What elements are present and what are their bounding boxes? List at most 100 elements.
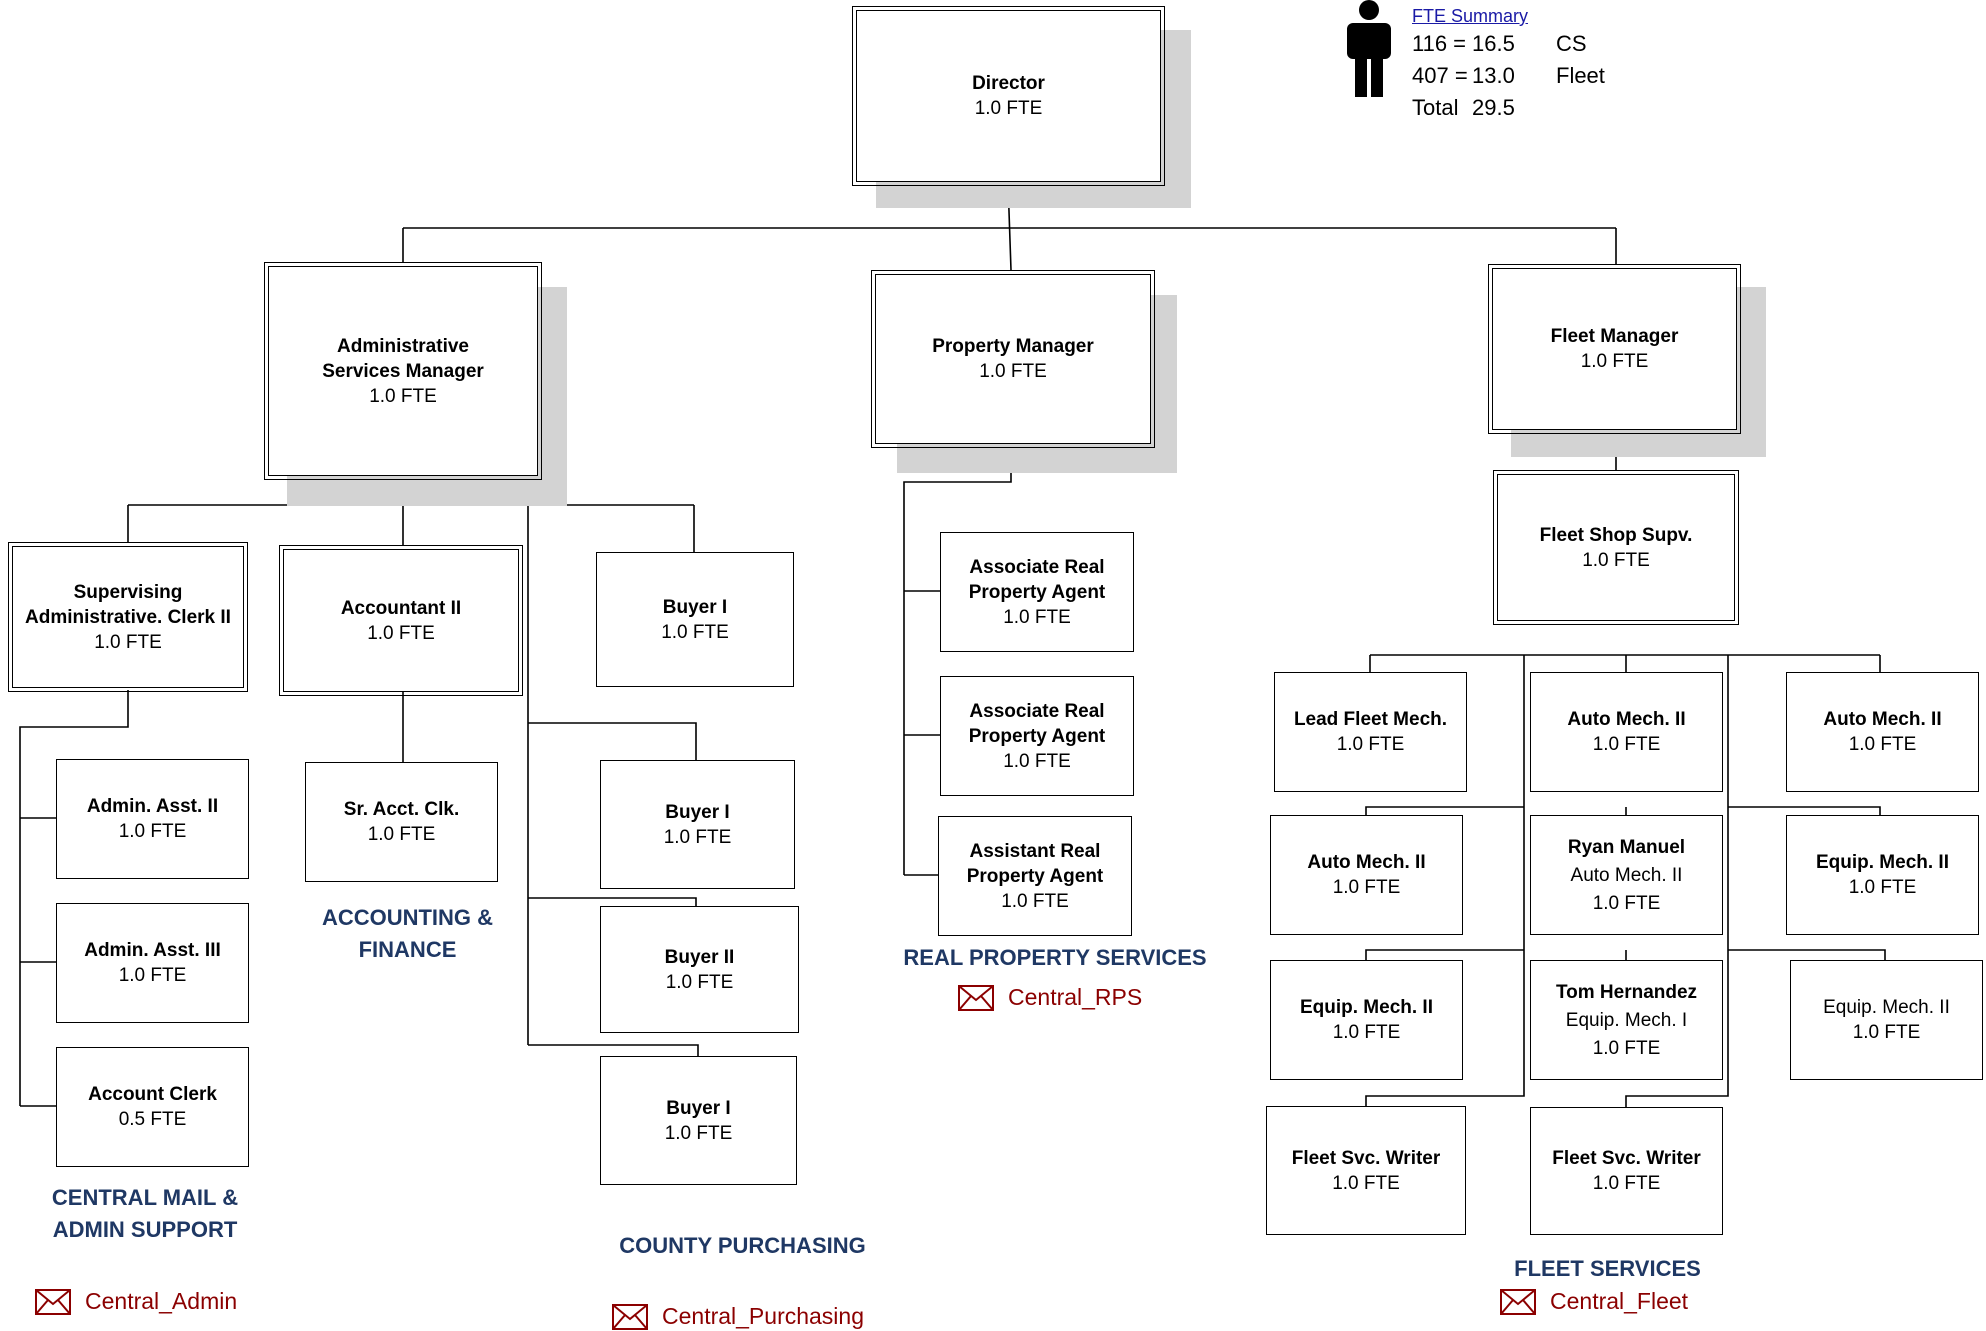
envelope-icon (1500, 1288, 1536, 1315)
position-title: Lead Fleet Mech. (1293, 709, 1448, 730)
position-fte: 1.0 FTE (1848, 734, 1917, 755)
position-fte: 1.0 FTE (664, 1122, 733, 1144)
section-central-mail: CENTRAL MAIL & ADMIN SUPPORT (51, 1185, 239, 1242)
associate-real-property-agent-box: Associate Real Property Agent 1.0 FTE (940, 676, 1134, 796)
position-fte: 1.0 FTE (118, 965, 187, 986)
position-title: Sr. Acct. Clk. (343, 799, 460, 820)
position-fte: 1.0 FTE (974, 98, 1043, 119)
mail-link-label[interactable]: Central_Purchasing (662, 1303, 865, 1329)
lead-fleet-mech-box: Lead Fleet Mech. 1.0 FTE (1274, 672, 1467, 792)
position-title: Buyer I (666, 1097, 731, 1119)
admin-services-manager-box: Administrative Services Manager 1.0 FTE (264, 262, 542, 480)
position-title: Equip. Mech. II (1299, 997, 1433, 1018)
person-icon (1347, 0, 1391, 97)
position-fte: 1.0 FTE (1332, 1022, 1401, 1043)
buyer-ii-box: Buyer II 1.0 FTE (600, 906, 799, 1033)
mail-link-label[interactable]: Central_Admin (85, 1288, 238, 1314)
auto-mech-ii-box: Auto Mech. II 1.0 FTE (1786, 672, 1979, 792)
position-fte: 0.5 FTE (118, 1109, 187, 1130)
position-fte: 1.0 FTE (1003, 750, 1071, 772)
position-subtitle: Auto Mech. II (1570, 864, 1683, 886)
position-fte: 1.0 FTE (1852, 1022, 1921, 1043)
position-title: Admin. Asst. III (84, 940, 221, 961)
position-title: Fleet Shop Supv. (1539, 524, 1693, 546)
position-title: Equip. Mech. II (1823, 997, 1950, 1018)
section-fleet: FLEET SERVICES (1514, 1256, 1701, 1281)
position-title: Fleet Svc. Writer (1552, 1148, 1701, 1169)
position-title: Account Clerk (88, 1084, 217, 1105)
position-fte: 1.0 FTE (661, 621, 729, 643)
assistant-real-property-agent-box: Assistant Real Property Agent 1.0 FTE (938, 816, 1132, 936)
fleet-shop-supv-box: Fleet Shop Supv. 1.0 FTE (1493, 470, 1739, 625)
ryan-manuel-box: Ryan Manuel Auto Mech. II 1.0 FTE (1530, 815, 1723, 935)
position-title: Admin. Asst. II (86, 796, 219, 817)
position-fte: 1.0 FTE (1580, 351, 1649, 372)
fte-summary-link[interactable]: FTE Summary (1412, 6, 1529, 26)
position-fte: 1.0 FTE (1001, 890, 1069, 912)
position-title: Auto Mech. II (1823, 709, 1942, 730)
position-title: Associate Real Property Agent (968, 556, 1106, 603)
position-title: Equip. Mech. II (1815, 852, 1949, 873)
section-accounting: ACCOUNTING & FINANCE (321, 905, 494, 962)
mail-link-label[interactable]: Central_RPS (1008, 984, 1143, 1010)
supervising-admin-clerk-box: Supervising Administrative. Clerk II 1.0… (8, 542, 248, 692)
position-title: Property Manager (932, 336, 1094, 357)
section-real-property: REAL PROPERTY SERVICES (903, 945, 1207, 970)
buyer-i-box: Buyer I 1.0 FTE (596, 552, 794, 687)
buyer-i-box: Buyer I 1.0 FTE (600, 760, 795, 889)
position-fte: 1.0 FTE (1332, 1172, 1400, 1194)
position-title: Ryan Manuel (1567, 836, 1686, 858)
mail-link-admin[interactable]: Central_Admin (35, 1288, 237, 1315)
position-fte: 1.0 FTE (367, 824, 436, 845)
position-title: Director (972, 73, 1045, 94)
director-box: Director 1.0 FTE (852, 6, 1165, 186)
account-clerk-box: Account Clerk 0.5 FTE (56, 1047, 249, 1167)
position-title: Tom Hernandez (1555, 981, 1698, 1003)
equip-mech-ii-box: Equip. Mech. II 1.0 FTE (1790, 960, 1983, 1080)
mail-link-fleet[interactable]: Central_Fleet (1500, 1288, 1688, 1315)
position-title: Buyer II (664, 946, 735, 968)
mail-link-rps[interactable]: Central_RPS (958, 984, 1142, 1011)
position-title: Buyer I (665, 801, 730, 823)
equip-mech-ii-box: Equip. Mech. II 1.0 FTE (1786, 815, 1979, 935)
position-fte: 1.0 FTE (367, 622, 435, 644)
position-title: Associate Real Property Agent (968, 700, 1106, 747)
position-fte: 1.0 FTE (1582, 549, 1650, 571)
position-title: Accountant II (340, 597, 462, 619)
envelope-icon (35, 1288, 71, 1315)
position-title: Supervising Administrative. Clerk II (25, 581, 231, 628)
position-title: Administrative Services Manager (322, 335, 484, 382)
tom-hernandez-box: Tom Hernandez Equip. Mech. I 1.0 FTE (1530, 960, 1723, 1080)
position-title: Fleet Manager (1550, 326, 1679, 347)
position-subtitle: Equip. Mech. I (1565, 1009, 1688, 1031)
position-title: Buyer I (662, 596, 728, 618)
position-fte: 1.0 FTE (94, 631, 162, 653)
admin-asst-iii-box: Admin. Asst. III 1.0 FTE (56, 903, 249, 1023)
associate-real-property-agent-box: Associate Real Property Agent 1.0 FTE (940, 532, 1134, 652)
mail-link-purchasing[interactable]: Central_Purchasing (612, 1303, 864, 1330)
position-fte: 1.0 FTE (1592, 734, 1661, 755)
property-manager-box: Property Manager 1.0 FTE (871, 270, 1155, 448)
envelope-icon (958, 984, 994, 1011)
fleet-svc-writer-box: Fleet Svc. Writer 1.0 FTE (1266, 1106, 1466, 1235)
auto-mech-ii-box: Auto Mech. II 1.0 FTE (1530, 672, 1723, 792)
position-fte: 1.0 FTE (369, 385, 437, 407)
position-fte: 1.0 FTE (979, 361, 1047, 382)
fleet-manager-box: Fleet Manager 1.0 FTE (1488, 264, 1741, 434)
fleet-svc-writer-box: Fleet Svc. Writer 1.0 FTE (1530, 1107, 1723, 1235)
mail-link-label[interactable]: Central_Fleet (1550, 1288, 1689, 1314)
equip-mech-ii-box: Equip. Mech. II 1.0 FTE (1270, 960, 1463, 1080)
position-fte: 1.0 FTE (118, 821, 187, 842)
position-title: Assistant Real Property Agent (966, 840, 1104, 887)
envelope-icon (612, 1303, 648, 1330)
position-title: Fleet Svc. Writer (1291, 1147, 1441, 1169)
section-purchasing: COUNTY PURCHASING (619, 1233, 866, 1258)
position-fte: 1.0 FTE (663, 826, 732, 848)
position-title: Auto Mech. II (1567, 709, 1686, 730)
position-fte: 1.0 FTE (665, 971, 734, 993)
position-fte: 1.0 FTE (1848, 877, 1917, 898)
position-fte: 1.0 FTE (1592, 1173, 1661, 1194)
